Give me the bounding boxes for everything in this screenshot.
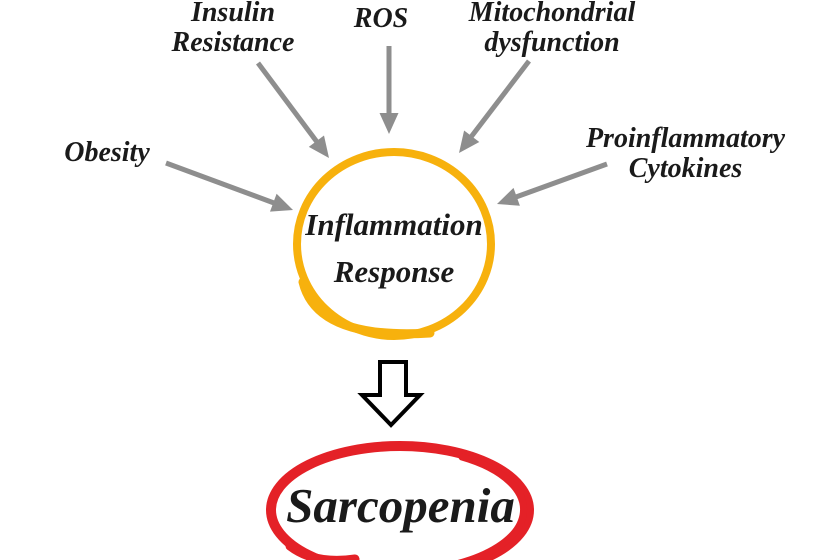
factor-label-mitochondrial-dysfunction: Mitochondrial dysfunction xyxy=(452,0,652,58)
hub-circle xyxy=(293,148,495,340)
hub-label-line: Response xyxy=(333,254,455,289)
outcome-label-sarcopenia: Sarcopenia xyxy=(278,480,523,532)
factor-label-line: Obesity xyxy=(64,137,150,168)
outcome-label-line: Sarcopenia xyxy=(286,478,515,533)
factor-label-line: Insulin xyxy=(190,0,276,28)
factor-label-line: Resistance xyxy=(171,27,295,58)
arrow-insulin-resistance-to-hub xyxy=(255,61,329,158)
hub-label-line: Inflammation xyxy=(305,207,483,242)
factor-label-ros: ROS xyxy=(341,4,421,34)
factor-label-line: ROS xyxy=(353,3,409,34)
arrow-obesity-to-hub xyxy=(165,160,293,212)
arrow-mitochondrial-to-hub xyxy=(459,59,531,153)
factor-label-line: dysfunction xyxy=(484,27,620,58)
block-arrow-down-icon xyxy=(357,360,425,428)
factor-label-line: Proinflammatory xyxy=(585,123,786,154)
factor-label-line: Cytokines xyxy=(628,153,743,184)
arrow-ros-to-hub xyxy=(379,46,399,134)
arrow-proinflammatory-to-hub xyxy=(497,161,608,206)
factor-label-line: Mitochondrial xyxy=(468,0,636,28)
factor-label-obesity: Obesity xyxy=(52,138,162,168)
factor-label-proinflammatory-cytokines: Proinflammatory Cytokines xyxy=(578,124,793,184)
factor-label-insulin-resistance: Insulin Resistance xyxy=(148,0,318,58)
hub-label-inflammation-response: Inflammation Response xyxy=(294,201,494,295)
